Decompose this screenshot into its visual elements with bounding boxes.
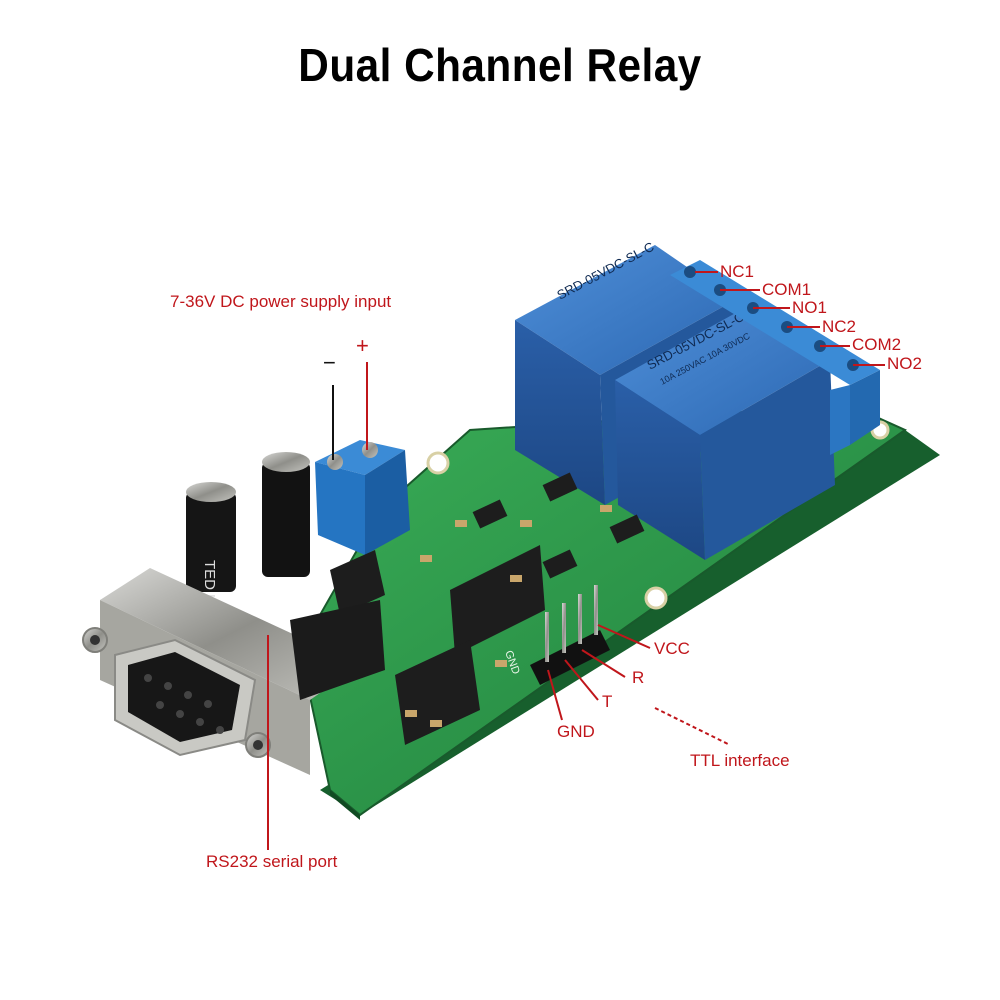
leader-lines	[267, 271, 885, 850]
ttl-interface-label: TTL interface	[690, 751, 790, 770]
minus-label: −	[323, 350, 336, 375]
power-terminal-block	[315, 440, 410, 555]
page-title: Dual Channel Relay	[298, 39, 702, 91]
rs232-label: RS232 serial port	[206, 852, 338, 871]
db9-connector	[82, 568, 385, 775]
ic-chips	[330, 472, 645, 745]
com1-label: COM1	[762, 280, 812, 299]
t-label: T	[602, 692, 613, 711]
vcc-label: VCC	[654, 639, 690, 658]
gnd-label: GND	[557, 722, 595, 741]
no1-label: NO1	[792, 298, 827, 317]
plus-label: +	[356, 333, 369, 358]
ttl-header-pins: GND	[502, 585, 610, 685]
no2-label: NO2	[887, 354, 922, 373]
nc2-label: NC2	[822, 317, 857, 336]
capacitor-2	[262, 452, 310, 577]
smd-components	[405, 505, 612, 727]
capacitor-1: TED U	[186, 482, 236, 605]
nc1-label: NC1	[720, 262, 755, 281]
r-label: R	[632, 668, 645, 687]
power-input-label: 7-36V DC power supply input	[170, 292, 392, 311]
com2-label: COM2	[852, 335, 902, 354]
